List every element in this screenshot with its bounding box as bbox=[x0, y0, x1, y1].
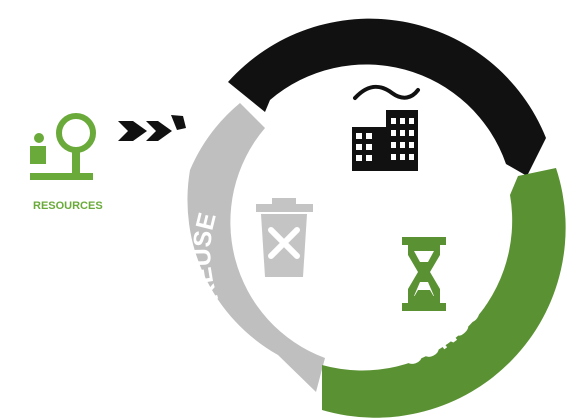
resources-icon bbox=[30, 113, 96, 180]
reuse-segment bbox=[187, 103, 325, 392]
double-chevron-right-icon bbox=[118, 115, 186, 141]
manufacture-segment bbox=[228, 18, 546, 176]
factory-icon bbox=[352, 84, 420, 171]
consume-segment bbox=[322, 168, 566, 418]
hourglass-icon bbox=[402, 237, 446, 311]
resources-label: RESOURCES bbox=[33, 200, 103, 212]
trash-bin-x-icon bbox=[256, 198, 313, 277]
